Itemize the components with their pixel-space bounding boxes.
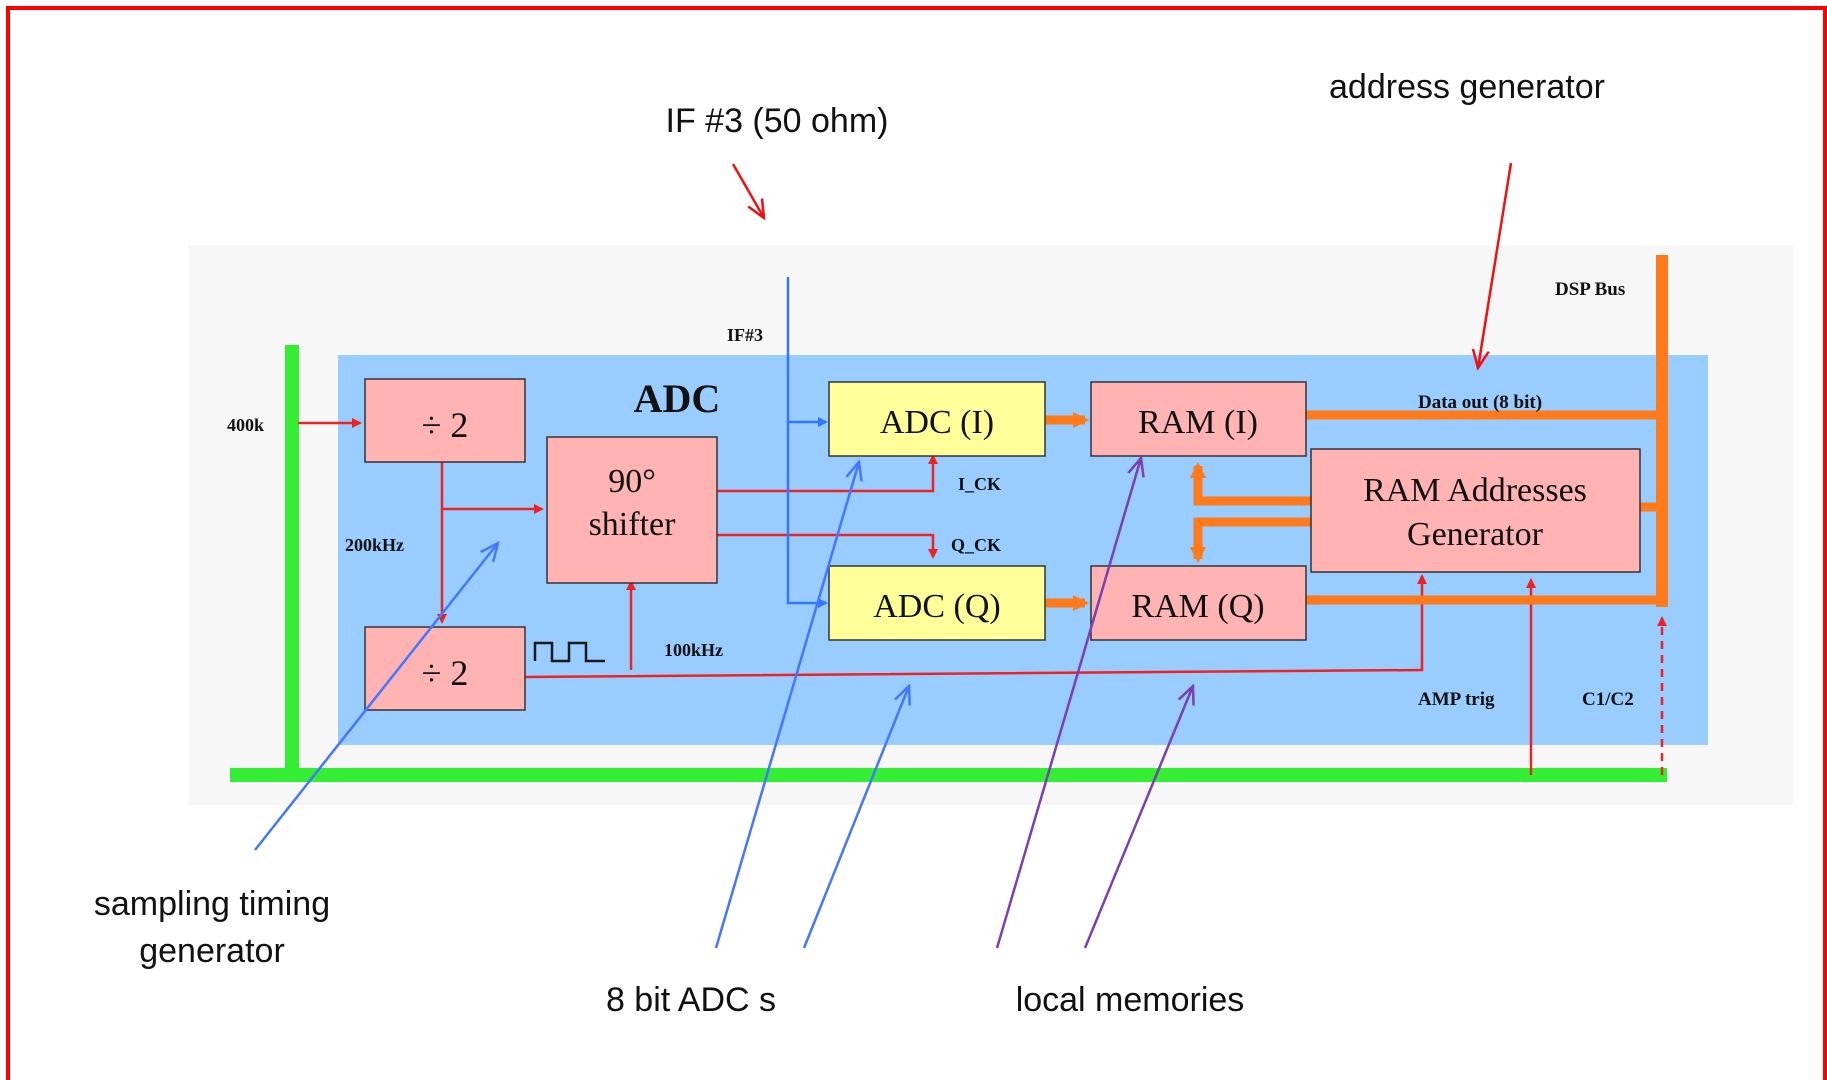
addr-to-ram-q: [1190, 517, 1311, 563]
ram-q-block: [1090, 565, 1307, 641]
data-out-label: Data out (8 bit): [1418, 392, 1542, 413]
c1c2-label: C1/C2: [1582, 689, 1634, 710]
if-label: IF#3: [727, 325, 763, 345]
shifter-label-line1: 90°: [608, 463, 656, 500]
sampling-timing-callout-arrow: [254, 543, 498, 851]
ram-address-label-line2: Generator: [1407, 516, 1544, 553]
ram-q-callout-arrow: [1083, 686, 1193, 949]
adc-q-label: ADC (Q): [873, 588, 1000, 625]
i-ck-label: I_CK: [958, 474, 1001, 494]
if-callout-label: IF #3 (50 ohm): [666, 102, 889, 140]
green-bus-horizontal: [230, 768, 1667, 782]
divider-top-label: ÷ 2: [422, 405, 469, 445]
clock-100k-line: [523, 574, 1427, 679]
ram-i-block: [1090, 381, 1307, 457]
adc-i-callout-arrow: [714, 462, 859, 949]
address-generator-callout-label: address generator: [1329, 68, 1605, 106]
address-generator-callout-arrow: [1478, 162, 1513, 368]
adc-q-block: [828, 565, 1046, 641]
ram-address-generator-block: [1310, 448, 1641, 573]
dsp-bus-line: [1656, 255, 1668, 607]
if-callout-arrow: [731, 163, 764, 218]
sampling-timing-callout-line2: generator: [139, 932, 285, 970]
ram-q-label: RAM (Q): [1131, 588, 1264, 625]
data-paths: [1045, 410, 1662, 611]
q-ck-label: Q_CK: [951, 535, 1001, 555]
adc-title: ADC: [634, 376, 721, 421]
local-memories-callout-label: local memories: [1016, 981, 1245, 1019]
adc-i-label: ADC (I): [880, 404, 994, 441]
if-to-adc-q-line: [786, 422, 828, 608]
slide-frame: [6, 6, 1827, 1080]
divider-bottom-block: [364, 626, 526, 711]
if-signal-lines: [786, 277, 828, 608]
square-wave-icon: [533, 641, 605, 663]
ram-i-callout-arrow: [995, 458, 1141, 949]
shifter-block: [546, 436, 718, 584]
freq-100k-label: 100kHz: [664, 640, 723, 660]
freq-400k-label: 400k: [227, 415, 264, 435]
shifter-label-line2: shifter: [589, 506, 677, 543]
freq-200k-label: 200kHz: [345, 535, 404, 555]
adc-q-callout-arrow: [802, 686, 909, 949]
ram-i-label: RAM (I): [1138, 404, 1258, 441]
dsp-bus-label: DSP Bus: [1555, 279, 1625, 300]
ram-address-label-line1: RAM Addresses: [1363, 472, 1587, 509]
adcs-callout-label: 8 bit ADC s: [606, 981, 776, 1019]
addr-to-ram-i: [1190, 462, 1311, 506]
amp-trig-label: AMP trig: [1418, 689, 1495, 710]
adc-i-block: [828, 381, 1046, 457]
green-bus-vertical: [285, 345, 299, 775]
sampling-timing-callout-line1: sampling timing: [94, 885, 330, 923]
divider-top-block: [364, 378, 526, 463]
divider-bottom-label: ÷ 2: [422, 653, 469, 693]
